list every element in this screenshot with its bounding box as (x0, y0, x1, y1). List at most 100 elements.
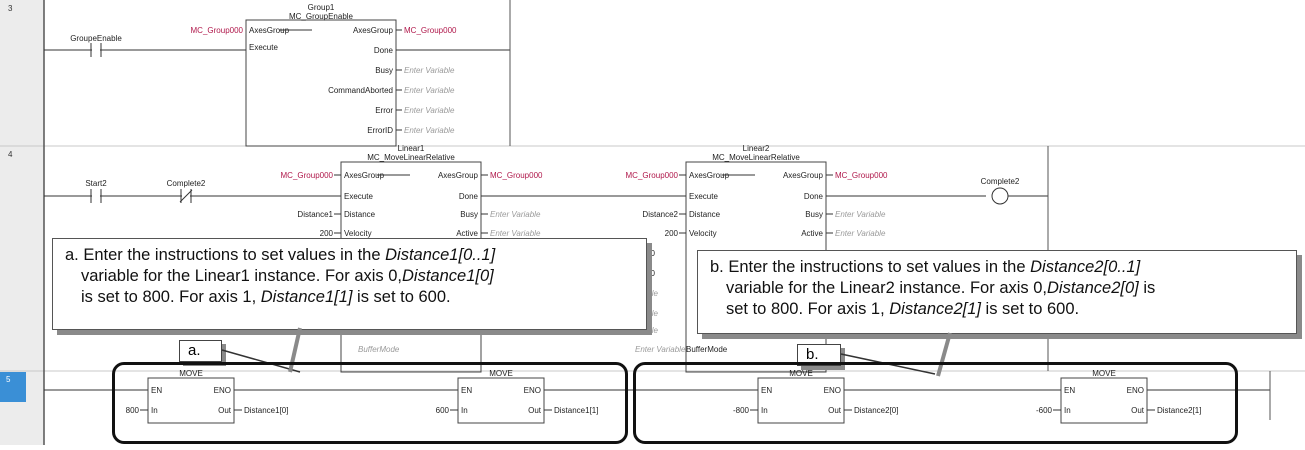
pin-axesgroup-out: AxesGroup (353, 26, 394, 35)
pin-error: Error (375, 106, 393, 115)
move-box[interactable] (147, 377, 235, 424)
callout-a: a. Enter the instructions to set values … (52, 238, 647, 330)
fb2-pin-velocity: Velocity (689, 229, 717, 238)
contact-label: GroupeEnable (70, 34, 122, 43)
move-out-var[interactable]: Distance2[0] (854, 406, 898, 415)
fb1-pin-done: Done (459, 192, 479, 201)
highlight-frame-a (112, 362, 628, 444)
fb2-type-name: MC_MoveLinearRelative (712, 153, 800, 162)
fb-instance-name[interactable]: Group1 (308, 3, 335, 12)
fb2-var-distance[interactable]: Distance2 (642, 210, 678, 219)
move-title: MOVE (789, 369, 813, 378)
var-axes-in[interactable]: MC_Group000 (191, 26, 244, 35)
var-axes-out[interactable]: MC_Group000 (404, 26, 457, 35)
fb2-pin-active: Active (801, 229, 823, 238)
callout-a-line2-var: Distance1[0] (402, 267, 494, 285)
move-title: MOVE (489, 369, 513, 378)
move-out-pin: Out (1131, 406, 1145, 415)
contact-groupeenable[interactable] (90, 43, 102, 57)
callout-b-line3-end: is set to 600. (980, 300, 1080, 318)
rung-number-5: 5 (6, 375, 11, 384)
fb2-pin-axesgroup-out: AxesGroup (783, 171, 824, 180)
hidden-buffer-mode-left: BufferMode (358, 345, 400, 354)
var-commandaborted[interactable]: Enter Variable (404, 86, 455, 95)
fb2-pin-distance: Distance (689, 210, 721, 219)
callout-b-line2-end: is (1138, 279, 1156, 297)
fb1-var-distance[interactable]: Distance1 (297, 210, 333, 219)
fb1-var-axes-out[interactable]: MC_Group000 (490, 171, 543, 180)
move-out-pin: Out (828, 406, 842, 415)
callout-a-line1: Enter the instructions to set values in … (83, 246, 386, 264)
fb2-pin-execute: Execute (689, 192, 718, 201)
callout-b-line1: Enter the instructions to set values in … (728, 258, 1031, 276)
highlight-frame-b (633, 362, 1238, 444)
contact-complete2-nc[interactable] (179, 189, 193, 203)
fb1-pin-axesgroup-out: AxesGroup (438, 171, 479, 180)
hidden-ariable-3: riable (638, 326, 658, 335)
move-out-var[interactable]: Distance1[0] (244, 406, 288, 415)
move-in-pin: In (151, 406, 158, 415)
move-box[interactable] (757, 377, 845, 424)
move-box[interactable] (1060, 377, 1148, 424)
pin-errorid: ErrorID (367, 126, 393, 135)
fb2-var-busy[interactable]: Enter Variable (835, 210, 886, 219)
fb1-var-busy[interactable]: Enter Variable (490, 210, 541, 219)
move-title: MOVE (1092, 369, 1116, 378)
move-out-pin: Out (218, 406, 232, 415)
pin-execute: Execute (249, 43, 278, 52)
move-in-value[interactable]: 800 (126, 406, 140, 415)
fb1-var-active[interactable]: Enter Variable (490, 229, 541, 238)
callout-b-line3: set to 800. For axis 1, (726, 300, 890, 318)
fb2-instance-name[interactable]: Linear2 (743, 144, 770, 153)
move-out-var[interactable]: Distance2[1] (1157, 406, 1201, 415)
move-box[interactable] (457, 377, 545, 424)
fb1-pin-velocity: Velocity (344, 229, 372, 238)
var-errorid[interactable]: Enter Variable (404, 126, 455, 135)
fb1-instance-name[interactable]: Linear1 (398, 144, 425, 153)
move-out-var[interactable]: Distance1[1] (554, 406, 598, 415)
move-eno-pin: ENO (214, 386, 231, 395)
callout-b-tag: b. (797, 344, 841, 366)
move-en-pin: EN (461, 386, 472, 395)
rung-3: GroupeEnable Group1 MC_GroupEnable AxesG… (44, 0, 511, 147)
fb2-var-axes[interactable]: MC_Group000 (626, 171, 679, 180)
move-title: MOVE (179, 369, 203, 378)
fb-group1[interactable] (245, 19, 397, 147)
fb1-var-velocity[interactable]: 200 (320, 229, 334, 238)
move-in-pin: In (761, 406, 768, 415)
fb2-pin-axesgroup-in: AxesGroup (689, 171, 730, 180)
fb2-var-velocity[interactable]: 200 (665, 229, 679, 238)
hidden-buffer-mode: BufferMode (686, 345, 728, 354)
move-eno-pin: ENO (524, 386, 541, 395)
fb2-var-active[interactable]: Enter Variable (835, 229, 886, 238)
move-in-pin: In (1064, 406, 1071, 415)
coil-complete2[interactable] (991, 187, 1048, 205)
callout-b-line2: variable for the Linear2 instance. For a… (726, 279, 1048, 297)
rung-5-selected-marker[interactable] (0, 372, 26, 402)
var-error[interactable]: Enter Variable (404, 106, 455, 115)
move-in-value[interactable]: -600 (1036, 406, 1053, 415)
move-en-pin: EN (761, 386, 772, 395)
fb1-type-name: MC_MoveLinearRelative (367, 153, 455, 162)
fb2-var-axes-out[interactable]: MC_Group000 (835, 171, 888, 180)
rung-5: MOVE EN ENO In Out 800 Distance1[0] MOVE EN ENO In… (44, 369, 1271, 424)
rung-number-4: 4 (8, 150, 13, 159)
var-busy[interactable]: Enter Variable (404, 66, 455, 75)
contact-start2[interactable] (90, 189, 102, 203)
callout-a-text: a. Enter the instructions to set values … (65, 245, 636, 308)
move-en-pin: EN (1064, 386, 1075, 395)
fb2-pin-busy: Busy (805, 210, 823, 219)
move-in-value[interactable]: 600 (436, 406, 450, 415)
move-in-pin: In (461, 406, 468, 415)
fb2-pin-done: Done (804, 192, 824, 201)
fb1-pin-axesgroup-in: AxesGroup (344, 171, 385, 180)
fb1-pin-active: Active (456, 229, 478, 238)
fb1-var-axes[interactable]: MC_Group000 (281, 171, 334, 180)
move-in-value[interactable]: -800 (733, 406, 750, 415)
callout-b-line1-var: Distance2[0..1] (1030, 258, 1141, 276)
